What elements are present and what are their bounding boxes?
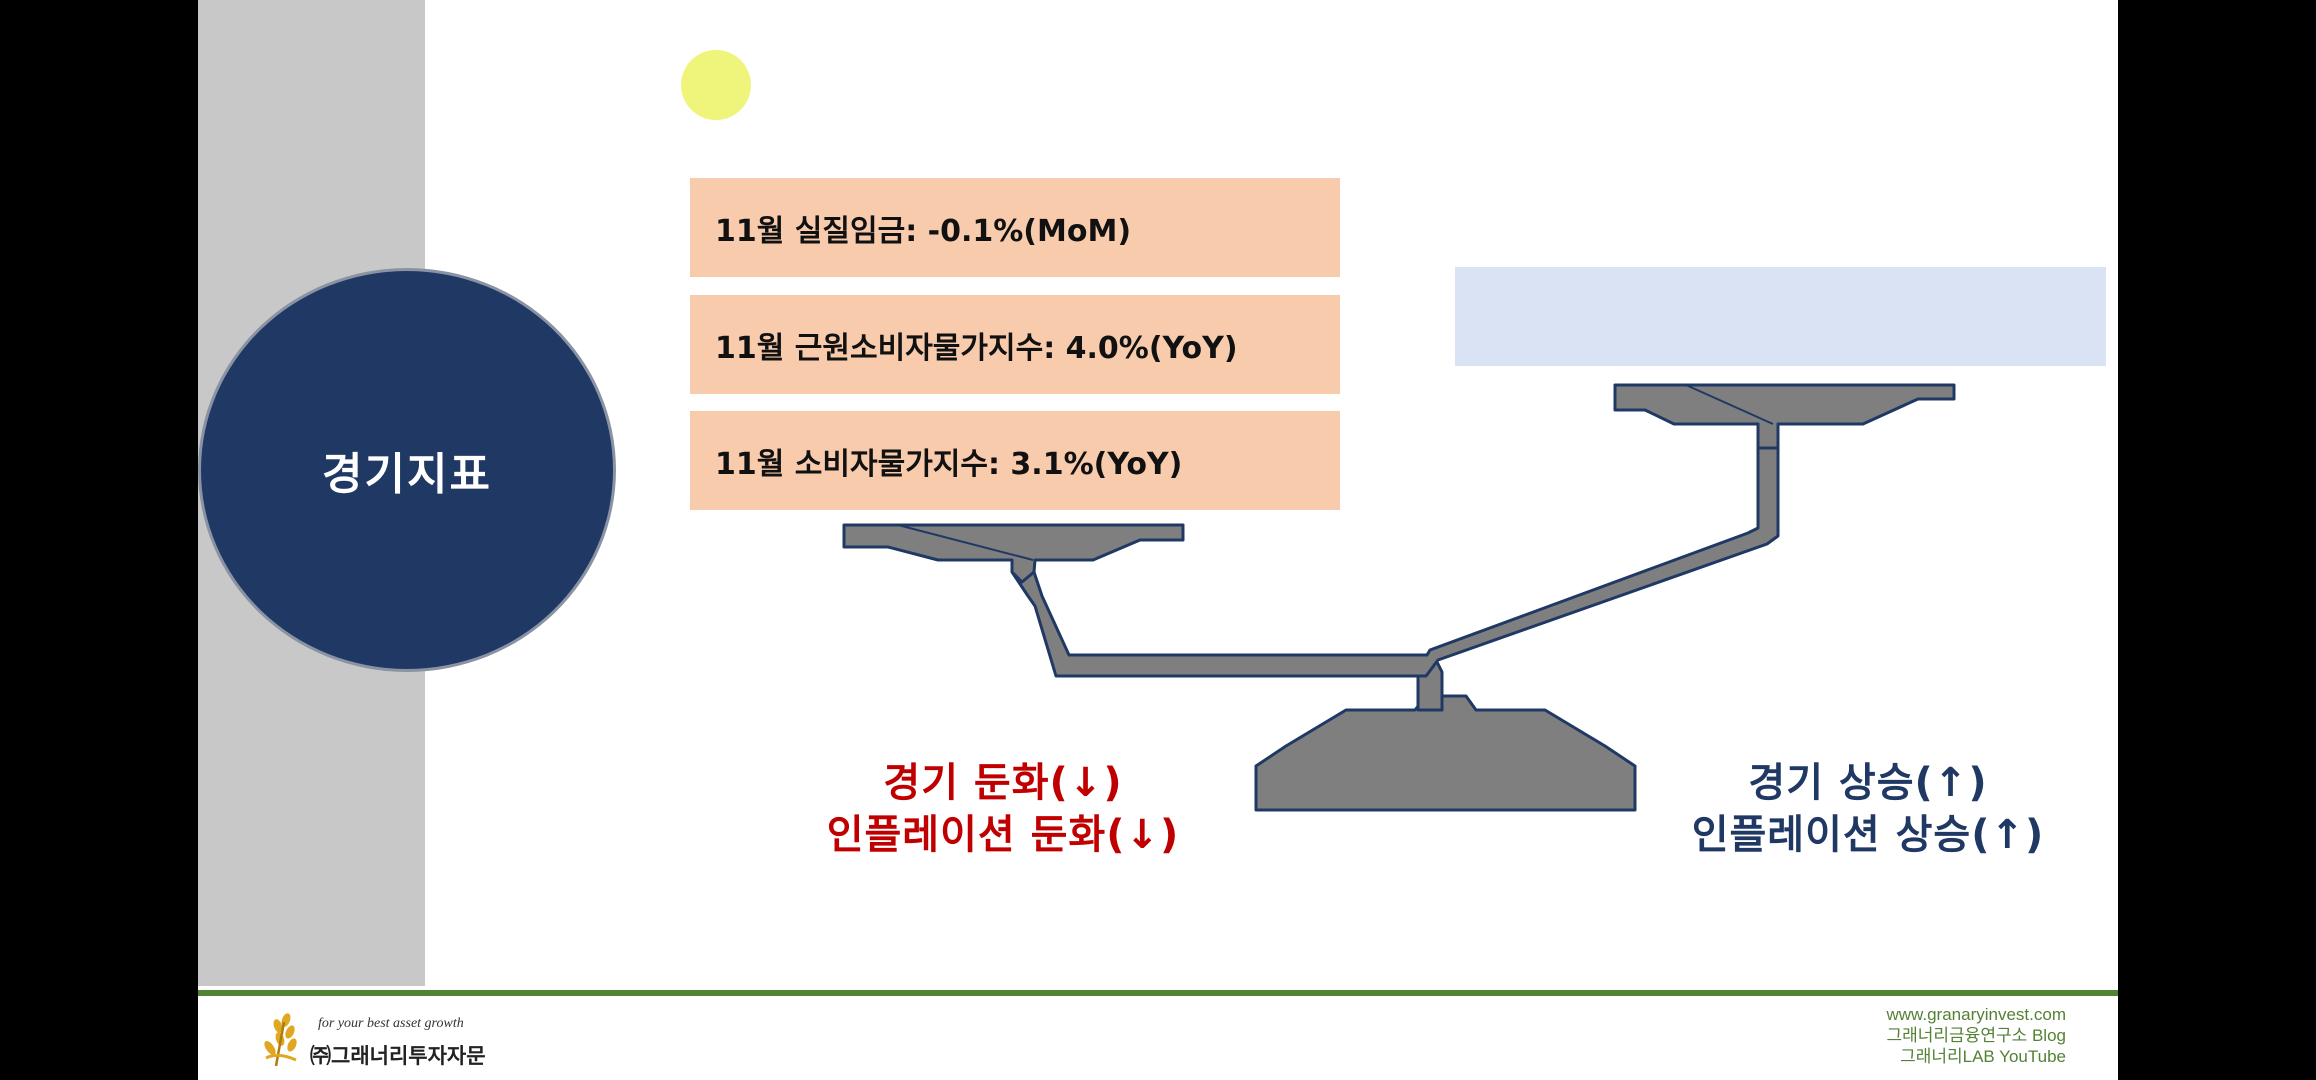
- rise-label-line-2: 인플레이션 상승(↑): [1691, 812, 2045, 858]
- slide-title: 경기지표: [322, 449, 492, 500]
- wheat-icon: [264, 1013, 297, 1067]
- indicator-core-cpi: 11월 근원소비자물가지수: 4.0%(YoY): [690, 295, 1340, 394]
- footer-links: www.granaryinvest.com 그래너리금융연구소 Blog 그래너…: [1886, 1004, 2066, 1067]
- scale-base: [1254, 694, 1637, 812]
- balance-scale-icon: [842, 383, 1956, 812]
- rise-label-line-1: 경기 상승(↑): [1748, 760, 1988, 806]
- scale-left-pan: [842, 523, 1185, 584]
- footer-link-blog[interactable]: 그래너리금융연구소 Blog: [1886, 1026, 2066, 1045]
- indicator-cpi: 11월 소비자물가지수: 3.1%(YoY): [690, 411, 1340, 510]
- footer-link-youtube[interactable]: 그래너리LAB YouTube: [1900, 1047, 2066, 1066]
- footer-link-website[interactable]: www.granaryinvest.com: [1886, 1005, 2066, 1024]
- scale-beam: [1010, 446, 1780, 678]
- logo-tagline: for your best asset growth: [318, 1016, 464, 1031]
- scale-right-pan: [1613, 383, 1956, 450]
- indicator-real-wage: 11월 실질임금: -0.1%(MoM): [690, 178, 1340, 277]
- title-circle: 경기지표: [198, 268, 616, 672]
- slowdown-label: 경기 둔화(↓) 인플레이션 둔화(↓): [778, 757, 1228, 861]
- footer-divider: [198, 990, 2118, 996]
- cursor-highlight-dot: [681, 50, 751, 120]
- company-logo: for your best asset growth ㈜그래너리투자자문: [256, 1008, 516, 1068]
- slide: 경기지표 11월 실질임금: -0.1%(MoM) 11월 근원소비자물가지수:…: [198, 0, 2118, 1080]
- slowdown-label-line-1: 경기 둔화(↓): [883, 760, 1123, 806]
- rise-label: 경기 상승(↑) 인플레이션 상승(↑): [1643, 757, 2093, 861]
- logo-company-name: ㈜그래너리투자자문: [310, 1044, 486, 1068]
- empty-right-panel: [1455, 267, 2106, 366]
- slowdown-label-line-2: 인플레이션 둔화(↓): [826, 812, 1180, 858]
